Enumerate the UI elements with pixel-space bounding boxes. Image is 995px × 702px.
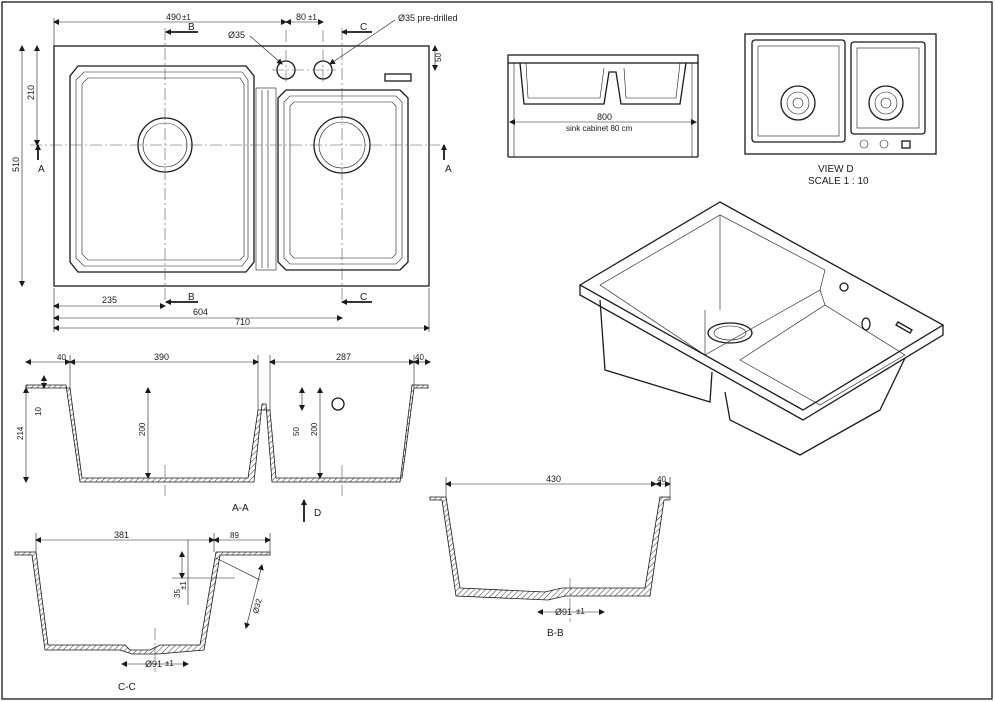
view-d-marker: D [314, 508, 321, 519]
section-mark-a-right: A [445, 164, 452, 175]
dim-aa-287: 287 [336, 352, 351, 362]
section-mark-b-bottom: B [188, 292, 195, 303]
dim-cc-381: 381 [114, 530, 129, 540]
section-mark-c-top: C [360, 22, 367, 33]
dim-aa-200-right: 200 [310, 422, 319, 436]
dim-aa-40-left: 40 [57, 353, 66, 362]
dim-510: 510 [11, 157, 21, 172]
dim-604: 604 [193, 307, 208, 317]
dim-50: 50 [434, 53, 443, 62]
dim-490-tol: ±1 [182, 13, 191, 22]
dim-cc-91: Ø91 [145, 659, 162, 669]
dim-cc-35: 35 [173, 589, 182, 598]
section-bb-label: B-B [547, 628, 564, 639]
isometric-view [578, 201, 945, 456]
section-bb: 430 40 Ø91 ±1 B-B [429, 474, 671, 639]
dim-aa-390: 390 [154, 352, 169, 362]
dim-bb-91: Ø91 [555, 607, 572, 617]
dim-cc-32: Ø32 [251, 597, 264, 614]
dim-aa-50: 50 [292, 427, 301, 436]
dim-aa-40-right: 40 [415, 353, 424, 362]
side-view-note: sink cabinet 80 cm [566, 124, 633, 133]
dim-235: 235 [102, 295, 117, 305]
plan-overflow-slot [384, 73, 412, 82]
plan-divider [255, 87, 277, 271]
dim-hole-35-predrilled: Ø35 pre-drilled [398, 13, 458, 23]
section-cc-label: C-C [118, 682, 136, 693]
dim-80: 80 [296, 12, 306, 22]
dim-aa-200-left: 200 [138, 422, 147, 436]
section-markers: B B C C A A [35, 22, 452, 305]
section-cc: 381 89 35 ±1 Ø32 Ø91 ±1 C-C [14, 530, 271, 693]
dim-bb-40: 40 [657, 475, 666, 484]
dim-aa-214: 214 [16, 426, 25, 440]
plan-dimensions: 490 ±1 80 ±1 Ø35 Ø35 pre-drilled 50 210 … [11, 12, 458, 332]
section-mark-a-left: A [38, 164, 45, 175]
dim-cc-89: 89 [230, 531, 239, 540]
section-mark-c-bottom: C [360, 292, 367, 303]
view-d-scale: SCALE 1 : 10 [808, 176, 869, 187]
view-d: VIEW D SCALE 1 : 10 [744, 33, 937, 187]
dim-cc-35-tol: ±1 [179, 581, 188, 590]
dim-cc-91-tol: ±1 [165, 659, 174, 668]
dim-210: 210 [26, 85, 36, 100]
section-aa-label: A-A [232, 503, 249, 514]
dim-bb-430: 430 [546, 474, 561, 484]
plan-outer-outline [53, 45, 430, 287]
section-mark-b-top: B [188, 22, 195, 33]
dim-bb-91-tol: ±1 [576, 607, 585, 616]
dim-hole-35: Ø35 [228, 30, 245, 40]
plan-right-bowl [277, 89, 409, 271]
side-view-cabinet: 800 sink cabinet 80 cm [507, 54, 699, 158]
dim-aa-10: 10 [34, 407, 43, 416]
dim-710: 710 [235, 317, 250, 327]
dim-490: 490 [166, 12, 181, 22]
view-d-title: VIEW D [818, 164, 854, 175]
section-aa: 40 390 287 40 10 214 200 50 200 A-A D [16, 352, 431, 522]
plan-view [30, 28, 440, 302]
dim-80-tol: ±1 [308, 13, 317, 22]
plan-left-bowl [69, 65, 255, 273]
dim-800: 800 [597, 112, 612, 122]
